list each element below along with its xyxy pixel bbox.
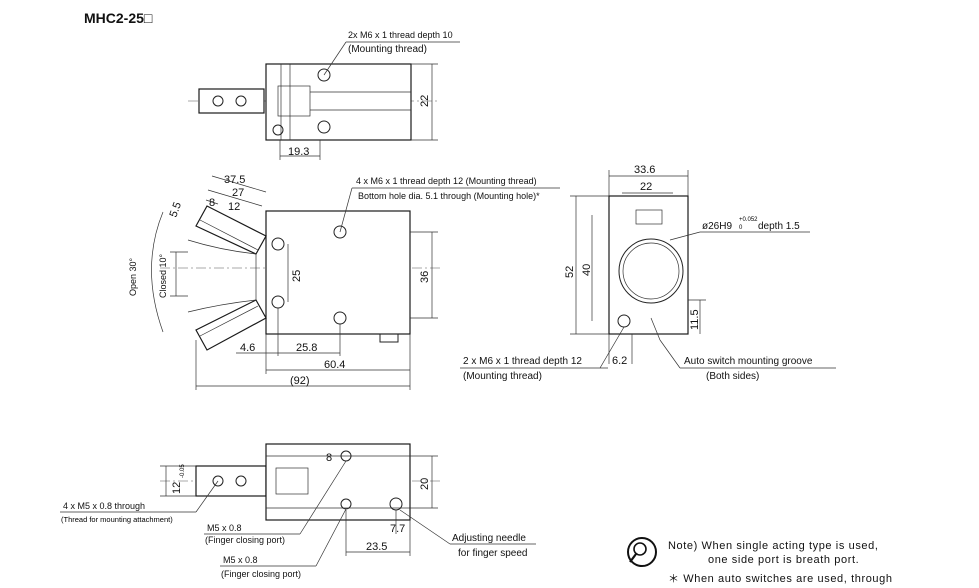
end-thread-line2: (Mounting thread) [463, 371, 542, 382]
side-mounting-hole [271, 237, 285, 251]
finger-hole [235, 95, 247, 107]
groove-line1: Auto switch mounting groove [684, 356, 813, 367]
top-finger [198, 88, 265, 114]
dim-36: 36 [419, 271, 431, 283]
dim-258: 25.8 [296, 342, 317, 354]
note-block: Note) When single acting type is used, o… [627, 537, 893, 585]
dim-375: 37.5 [224, 174, 245, 186]
dim-40: 40 [581, 264, 593, 276]
side-callout-line2: Bottom hole dia. 5.1 through (Mounting h… [358, 191, 540, 201]
dim-bottom-12-tol: -0.05 [180, 464, 186, 478]
top-callout-line2: (Mounting thread) [348, 44, 427, 55]
dim-77: 7.7 [390, 523, 405, 535]
dim-604: 60.4 [324, 359, 345, 371]
m5b-line2: (Finger closing port) [221, 569, 301, 579]
bore-prefix: ø26H9 [702, 221, 732, 232]
dim-336: 33.6 [634, 164, 655, 176]
top-body [265, 63, 412, 141]
bore-circle [618, 238, 684, 304]
dim-27: 27 [232, 187, 244, 199]
top-callout-line1: 2x M6 x 1 thread depth 10 [348, 30, 453, 40]
m5b-line1: M5 x 0.8 [223, 555, 258, 565]
dim-46: 4.6 [240, 342, 255, 354]
dim-92: (92) [290, 375, 310, 387]
side-body [265, 210, 411, 335]
open-angle-label: Open 30° [128, 257, 138, 296]
bore-tol-lower: 0 [739, 225, 743, 231]
dim-top-22: 22 [419, 95, 431, 107]
side-view: Open 30° Closed 10° 37.5 27 8 12 5.5 25 … [128, 174, 560, 390]
drawing-title: MHC2-25□ [84, 10, 153, 26]
dim-25: 25 [291, 270, 303, 282]
mounting-thread-hole [317, 68, 331, 82]
note-line1: Note) When single acting type is used, [668, 540, 879, 552]
m5a-line2: (Finger closing port) [205, 535, 285, 545]
dim-bottom-12: 12 [171, 482, 183, 494]
closed-angle-label: Closed 10° [158, 253, 168, 298]
dim-12: 12 [228, 201, 240, 213]
upper-finger [195, 205, 267, 255]
dim-8: 8 [209, 197, 215, 209]
side-callout-line1: 4 x M6 x 1 thread depth 12 (Mounting thr… [356, 176, 537, 186]
dim-62: 6.2 [612, 355, 627, 367]
dim-20: 20 [419, 478, 431, 490]
label-8: 8 [326, 452, 332, 464]
dim-end-22: 22 [640, 181, 652, 193]
dim-115: 11.5 [689, 309, 701, 330]
dim-235: 23.5 [366, 541, 387, 553]
top-view: 22 19.3 2x M6 x 1 thread depth 10 (Mount… [188, 30, 460, 160]
lower-finger [195, 299, 267, 351]
through-line2: (Thread for mounting attachment) [61, 515, 173, 524]
end-view: 33.6 22 ø26H9 +0.052 0 depth 1.5 52 40 1… [460, 164, 836, 382]
m5a-line1: M5 x 0.8 [207, 523, 242, 533]
bottom-view: 8 12 -0.05 20 7.7 23.5 4 x M5 x 0.8 thro… [60, 443, 536, 579]
bore-tol-upper: +0.052 [739, 217, 758, 223]
side-mounting-hole [333, 225, 347, 239]
magnifier-icon [627, 537, 657, 567]
needle-line1: Adjusting needle [452, 533, 526, 544]
dim-55: 5.5 [168, 201, 185, 219]
mounting-thread-hole [317, 120, 331, 134]
end-thread-line1: 2 x M6 x 1 thread depth 12 [463, 356, 582, 367]
bottom-body [265, 443, 411, 521]
finger-hole [212, 95, 224, 107]
bore-suffix: depth 1.5 [758, 221, 800, 232]
needle-line2: for finger speed [458, 548, 528, 559]
bottom-finger [195, 465, 267, 497]
dim-top-193: 19.3 [288, 146, 309, 158]
through-line1: 4 x M5 x 0.8 through [63, 501, 145, 511]
note-line2: one side port is breath port. [708, 554, 859, 566]
groove-line2: (Both sides) [706, 371, 759, 382]
note-line3: ＊ When auto switches are used, through [668, 573, 893, 585]
end-body [608, 195, 689, 335]
dim-52: 52 [564, 266, 576, 278]
